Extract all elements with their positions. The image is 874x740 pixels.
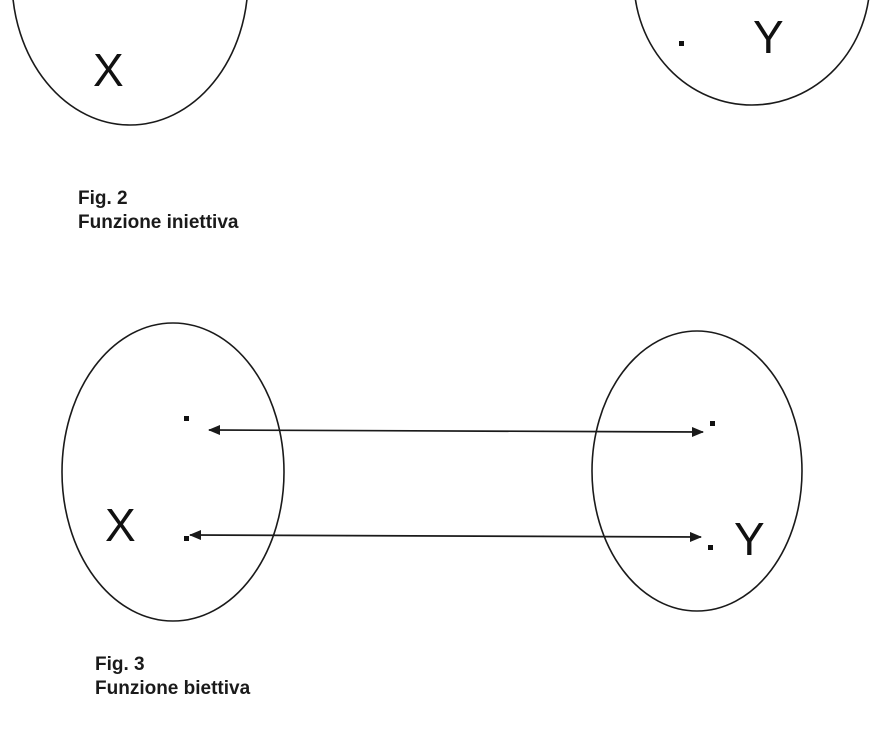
fig3-set-y-ellipse bbox=[591, 330, 803, 612]
fig3-y-element-top-dot bbox=[710, 421, 715, 426]
figure-3-number: Fig. 3 bbox=[95, 654, 145, 675]
figure-2-diagram: X Y bbox=[12, 0, 870, 126]
figure-2-number: Fig. 2 bbox=[78, 188, 128, 209]
fig3-set-x-ellipse bbox=[61, 322, 285, 622]
fig3-x-element-bottom-dot bbox=[184, 536, 189, 541]
figure-2-caption: Fig. 2 Funzione iniettiva bbox=[78, 187, 238, 235]
fig3-x-element-top-dot bbox=[184, 416, 189, 421]
figure-3-title: Funzione biettiva bbox=[95, 678, 251, 699]
figure-2-title: Funzione iniettiva bbox=[78, 212, 239, 233]
fig3-set-y-label: Y bbox=[734, 513, 765, 565]
fig3-mapping-arrow-bottom bbox=[189, 530, 702, 542]
fig3-mapping-arrow-top bbox=[208, 425, 704, 437]
figure-3-caption: Fig. 3 Funzione biettiva bbox=[95, 653, 250, 701]
fig2-set-y-ellipse bbox=[634, 0, 870, 106]
figure-3-diagram: X Y bbox=[61, 322, 803, 622]
fig2-set-y-label: Y bbox=[753, 11, 784, 63]
fig2-set-x-label: X bbox=[93, 44, 124, 96]
fig2-set-x-ellipse bbox=[12, 0, 248, 126]
fig3-y-element-bottom-dot bbox=[708, 545, 713, 550]
fig2-element-dot bbox=[679, 41, 684, 46]
fig3-set-x-label: X bbox=[105, 499, 136, 551]
